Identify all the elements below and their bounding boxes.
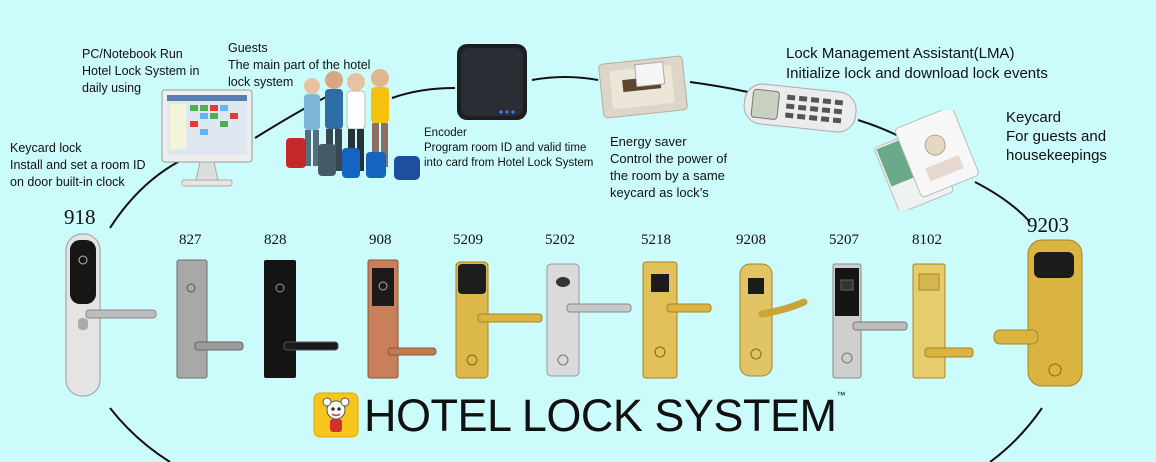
lock-5218-image (641, 260, 715, 380)
brand-logo (313, 392, 359, 438)
keycard-image (870, 110, 980, 210)
model-number: 5218 (641, 232, 671, 248)
model-number: 5209 (453, 232, 483, 248)
model-number: 5202 (545, 232, 575, 248)
lock-9203-image (992, 238, 1098, 388)
lma-caption: Lock Management Assistant(LMA) Initializ… (786, 45, 1048, 82)
model-number: 828 (264, 232, 287, 248)
model-number: 8102 (912, 232, 942, 248)
model-number: 5207 (829, 232, 859, 248)
encoder-device-image (455, 42, 529, 122)
brand-title: HOTEL LOCK SYSTEM™ (364, 390, 845, 442)
energy-saver-caption: Energy saver Control the power of the ro… (610, 134, 728, 200)
lock-9208-image (738, 262, 808, 380)
lock-8102-image (911, 262, 977, 380)
model-number: 918 (64, 205, 96, 229)
pc-monitor-image (160, 88, 256, 192)
model-number: 908 (369, 232, 392, 248)
pc-caption: PC/Notebook Run Hotel Lock System in dai… (82, 47, 200, 95)
lock-5202-image (545, 262, 635, 380)
encoder-caption: Encoder Program room ID and valid time i… (424, 127, 594, 169)
lock-908-image (366, 258, 438, 380)
lock-5207-image (831, 262, 911, 380)
lma-device-image (740, 80, 860, 138)
brand-title-text: HOTEL LOCK SYSTEM (364, 390, 837, 441)
keycard-lock-caption: Keycard lock Install and set a room ID o… (10, 141, 146, 189)
lock-827-image (175, 258, 245, 380)
energy-saver-image (597, 54, 689, 120)
lock-5209-image (454, 260, 546, 380)
guests-caption: Guests The main part of the hotel lock s… (228, 41, 371, 89)
lock-828-image (262, 258, 342, 380)
keycard-caption: Keycard For guests and housekeepings (1006, 109, 1107, 164)
model-number: 9203 (1027, 213, 1069, 237)
guests-photo (282, 60, 424, 192)
model-number: 827 (179, 232, 202, 248)
model-number: 9208 (736, 232, 766, 248)
lock-918-image (62, 232, 162, 398)
trademark-symbol: ™ (836, 390, 845, 400)
